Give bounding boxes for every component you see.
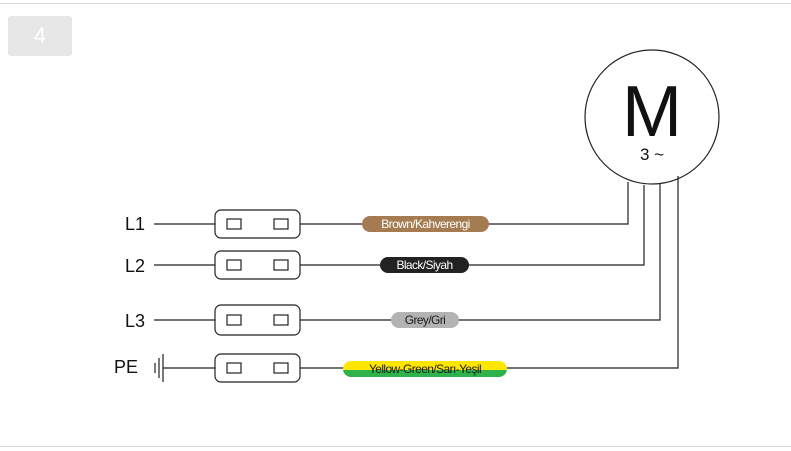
terminal-screw [273, 362, 289, 374]
line-label-pe: PE [114, 357, 138, 377]
step-number-badge: 4 [8, 16, 72, 56]
wire-tag-label: Black/Siyah [396, 258, 452, 272]
wire-tag-l2: Black/Siyah [380, 257, 469, 273]
terminal-block-pe [214, 353, 301, 383]
wire-tag-label: Yellow-Green/Sarı-Yeşil [369, 362, 481, 376]
wire-tag-label: Grey/Gri [405, 313, 446, 327]
terminal-screw [273, 259, 289, 271]
wire-l3 [300, 184, 661, 321]
terminal-screw [273, 314, 289, 326]
terminal-screw [226, 218, 242, 230]
terminal-block-l1 [214, 209, 301, 239]
line-label-l3: L3 [125, 311, 145, 331]
ground-icon [154, 354, 164, 382]
wire-tag-pe: Yellow-Green/Sarı-Yeşil [343, 361, 507, 377]
line-label-l2: L2 [125, 256, 145, 276]
terminal-screw [226, 314, 242, 326]
line-label-l1: L1 [125, 214, 145, 234]
wire-tag-l1: Brown/Kahverengi [362, 216, 489, 232]
motor-circle [584, 49, 720, 185]
motor-symbol: M 3 ~ [584, 49, 720, 185]
terminal-block-l3 [214, 304, 301, 336]
wire-pe [300, 176, 679, 369]
motor-phase-label: 3 ~ [640, 145, 664, 164]
terminal-screw [226, 259, 242, 271]
terminal-block-l2 [214, 250, 301, 280]
motor-letter: M [622, 72, 682, 152]
wire-tag-l3: Grey/Gri [391, 312, 459, 328]
terminal-screw [273, 218, 289, 230]
wire-tag-label: Brown/Kahverengi [381, 217, 469, 231]
terminal-screw [226, 362, 242, 374]
